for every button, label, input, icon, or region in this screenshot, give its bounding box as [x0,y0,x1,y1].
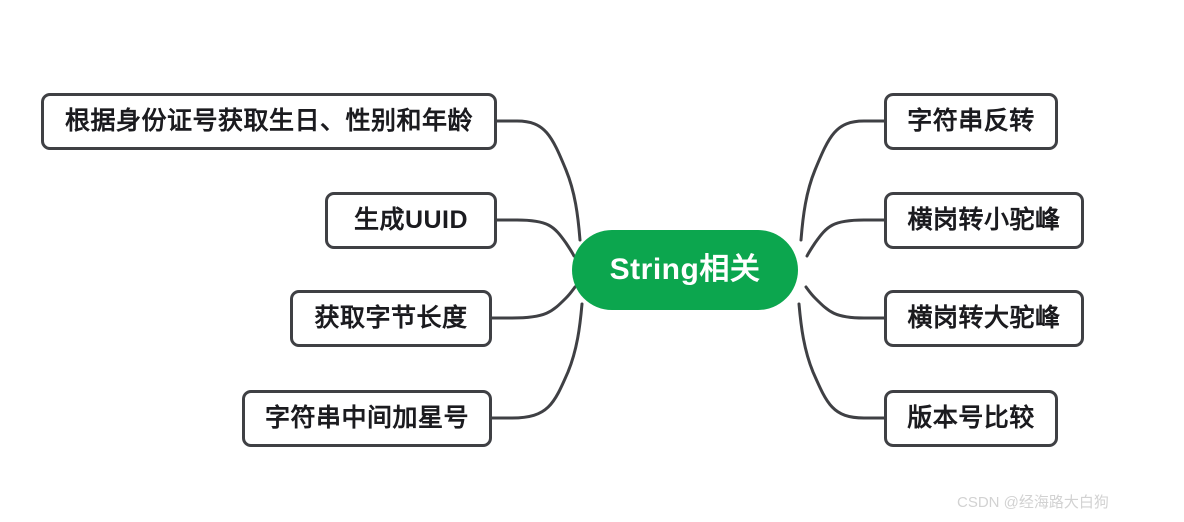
branch-node-label: 横岗转小驼峰 [907,206,1061,234]
branch-node-label: 根据身份证号获取生日、性别和年龄 [64,107,473,135]
connector-5 [799,119,886,242]
connector-8 [797,302,886,420]
watermark: CSDN @经海路大白狗 [957,494,1109,511]
branch-node-left-3[interactable]: 获取字节长度 [290,290,492,347]
connector-1 [495,119,582,242]
connector-6 [805,218,886,258]
branch-node-left-4[interactable]: 字符串中间加星号 [242,390,492,447]
branch-node-left-1[interactable]: 根据身份证号获取生日、性别和年龄 [41,93,497,150]
branch-node-label: 版本号比较 [907,404,1035,432]
central-node[interactable]: String相关 [572,230,798,310]
branch-node-left-2[interactable]: 生成UUID [325,192,497,249]
connector-3 [490,285,577,320]
branch-node-right-2[interactable]: 横岗转小驼峰 [884,192,1084,249]
branch-node-right-1[interactable]: 字符串反转 [884,93,1058,150]
connector-4 [490,302,584,420]
connector-2 [495,218,576,258]
branch-node-right-4[interactable]: 版本号比较 [884,390,1058,447]
branch-node-label: 横岗转大驼峰 [907,304,1061,332]
connector-7 [804,285,886,320]
branch-node-right-3[interactable]: 横岗转大驼峰 [884,290,1084,347]
central-node-label: String相关 [609,253,761,286]
branch-node-label: 生成UUID [353,206,469,234]
branch-node-label: 获取字节长度 [314,304,468,332]
branch-node-label: 字符串反转 [907,107,1035,135]
branch-node-label: 字符串中间加星号 [264,404,469,432]
